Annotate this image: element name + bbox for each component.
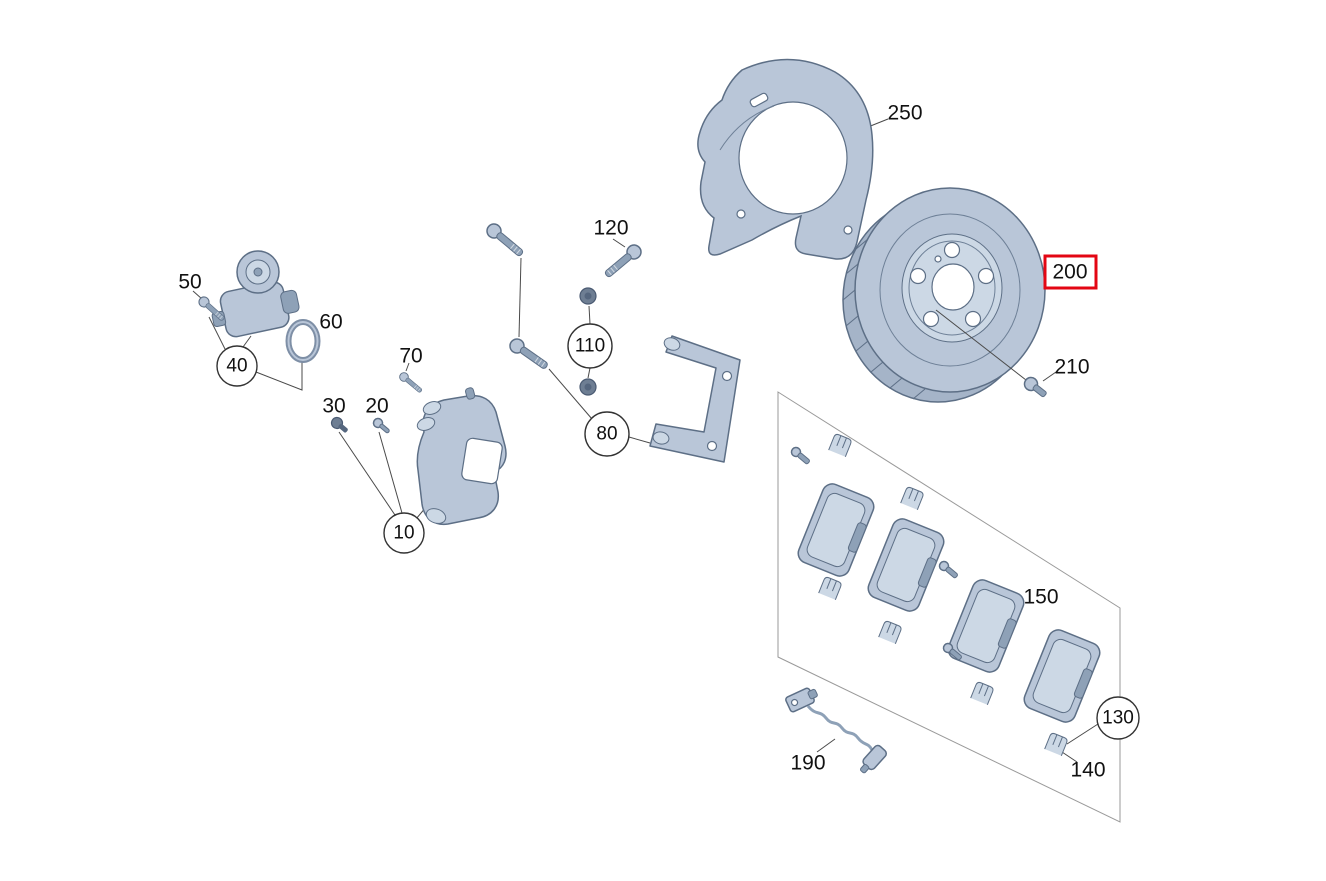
callout-60[interactable]: 60 xyxy=(319,311,342,334)
callout-circle[interactable] xyxy=(567,323,613,369)
caliper-bleeder xyxy=(465,387,476,400)
callout-circle[interactable] xyxy=(216,345,258,387)
guide-pin-bolt[interactable] xyxy=(329,415,350,435)
callout-label: 200 xyxy=(1052,261,1087,284)
callout-label: 40 xyxy=(226,356,247,377)
disc-center-bore xyxy=(931,263,975,311)
leader-lines xyxy=(192,118,1099,763)
pad-kit-outline-box xyxy=(777,391,1121,823)
callout-190[interactable]: 190 xyxy=(790,752,825,775)
brake-pad[interactable] xyxy=(944,576,1028,676)
brake-caliper[interactable] xyxy=(415,387,507,526)
brake-disc[interactable] xyxy=(842,187,1049,403)
callouts: 50 60 70 30 20 120 250 210 150 190 140 4… xyxy=(178,102,1140,782)
highlight-box[interactable] xyxy=(1043,254,1098,290)
caliper-window xyxy=(461,437,503,485)
callout-label: 130 xyxy=(1102,708,1134,729)
callout-20[interactable]: 20 xyxy=(365,395,388,418)
small-screw[interactable] xyxy=(397,370,425,396)
callout-130[interactable]: 130 xyxy=(1096,696,1140,740)
callout-80[interactable]: 80 xyxy=(584,411,630,457)
brake-pad[interactable] xyxy=(1020,626,1104,726)
callout-150[interactable]: 150 xyxy=(1023,586,1058,609)
caliper-carrier-bracket[interactable] xyxy=(649,335,741,463)
brake-splash-shield[interactable] xyxy=(697,58,874,260)
pad-wear-sensor[interactable] xyxy=(785,685,888,776)
callout-250[interactable]: 250 xyxy=(887,102,922,125)
callout-label: 80 xyxy=(596,424,617,445)
callout-30[interactable]: 30 xyxy=(322,395,345,418)
callout-40[interactable]: 40 xyxy=(216,345,258,387)
sensor-cable xyxy=(806,705,874,751)
callout-circle[interactable] xyxy=(1096,696,1140,740)
callout-circle[interactable] xyxy=(383,512,425,554)
callout-210[interactable]: 210 xyxy=(1054,356,1089,379)
callout-50[interactable]: 50 xyxy=(178,271,201,294)
callout-140[interactable]: 140 xyxy=(1070,759,1105,782)
brake-pad[interactable] xyxy=(864,515,948,615)
callout-110[interactable]: 110 xyxy=(567,323,613,369)
o-ring-seal[interactable] xyxy=(285,319,321,363)
callout-200-selected[interactable]: 200 xyxy=(1043,254,1098,290)
callout-circle[interactable] xyxy=(584,411,630,457)
parking-brake-actuator[interactable] xyxy=(208,250,303,341)
callout-70[interactable]: 70 xyxy=(399,345,422,368)
callout-10[interactable]: 10 xyxy=(383,512,425,554)
bleed-valve-pin[interactable] xyxy=(372,417,392,436)
callout-label: 10 xyxy=(393,523,414,544)
wheel-locating-pin[interactable] xyxy=(1022,375,1049,400)
callout-120[interactable]: 120 xyxy=(593,217,628,240)
disc-vent-hatch xyxy=(842,238,926,400)
callout-label: 110 xyxy=(575,336,605,357)
brake-pad[interactable] xyxy=(794,480,878,580)
shield-center-hole xyxy=(738,101,848,215)
disc-lug-holes xyxy=(909,241,995,328)
